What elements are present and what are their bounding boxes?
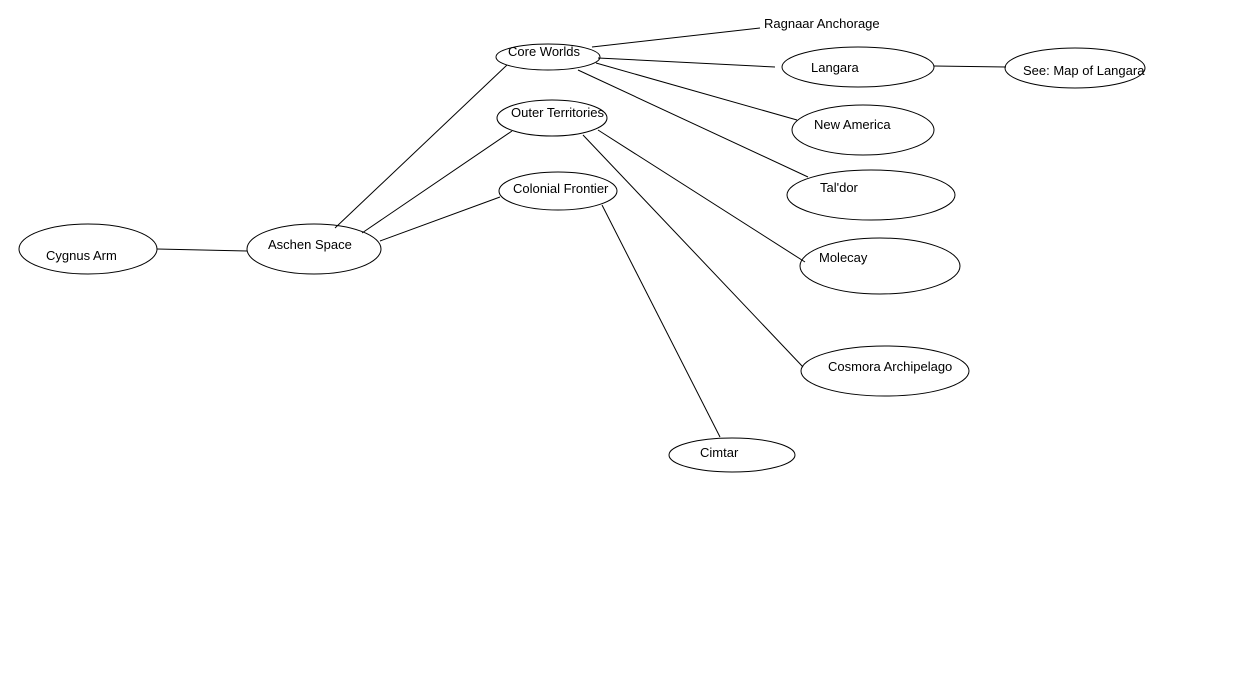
node-label: Colonial Frontier [513,181,609,196]
edge-aschen-space-to-core-worlds [334,64,508,229]
node-outer-territories: Outer Territories [496,99,608,137]
edge-outer-territories-to-molecay [597,129,806,263]
node-ellipse [246,223,382,275]
node-label: Ragnaar Anchorage [764,16,880,31]
node-label: Cimtar [700,445,739,460]
edge-core-worlds-to-langara [597,57,776,68]
edge-colonial-frontier-to-cimtar [601,204,721,438]
node-ellipse [781,46,935,88]
node-core-worlds: Core Worlds [495,43,601,71]
node-ellipse [495,43,601,71]
edge-langara-to-see-map-of-langara [933,65,1007,68]
node-ellipse [668,437,796,473]
node-taldor: Tal'dor [786,169,956,221]
edge-outer-territories-to-cosmora-archipelago [582,134,804,368]
node-molecay: Molecay [799,237,961,295]
node-cosmora-archipelago: Cosmora Archipelago [800,345,970,397]
node-label: Aschen Space [268,237,352,252]
node-langara: Langara [781,46,935,88]
node-label: New America [814,117,891,132]
node-new-america: New America [791,104,935,156]
edge-cygnus-arm-to-aschen-space [156,248,248,252]
node-see-map-of-langara: See: Map of Langara [1004,47,1146,89]
edge-aschen-space-to-colonial-frontier [379,196,501,242]
node-label: See: Map of Langara [1023,63,1145,78]
node-ellipse [496,99,608,137]
node-label: Tal'dor [820,180,859,195]
node-ellipse [18,223,158,275]
node-aschen-space: Aschen Space [246,223,382,275]
node-cimtar: Cimtar [668,437,796,473]
node-ellipse [786,169,956,221]
node-ragnaar-anchorage: Ragnaar Anchorage [764,16,880,31]
edge-core-worlds-to-ragnaar-anchorage [591,27,761,48]
node-label: Molecay [819,250,868,265]
node-ellipse [498,171,618,211]
node-label: Core Worlds [508,44,581,59]
node-label: Cygnus Arm [46,248,117,263]
edge-core-worlds-to-new-america [595,62,798,121]
node-ellipse [791,104,935,156]
edge-aschen-space-to-outer-territories [361,130,513,234]
node-ellipse [800,345,970,397]
node-label: Langara [811,60,859,75]
node-cygnus-arm: Cygnus Arm [18,223,158,275]
node-colonial-frontier: Colonial Frontier [498,171,618,211]
node-label: Outer Territories [511,105,604,120]
node-label: Cosmora Archipelago [828,359,952,374]
edges [156,27,1007,438]
node-ellipse [1004,47,1146,89]
edge-core-worlds-to-taldor [577,69,809,178]
node-ellipse [799,237,961,295]
